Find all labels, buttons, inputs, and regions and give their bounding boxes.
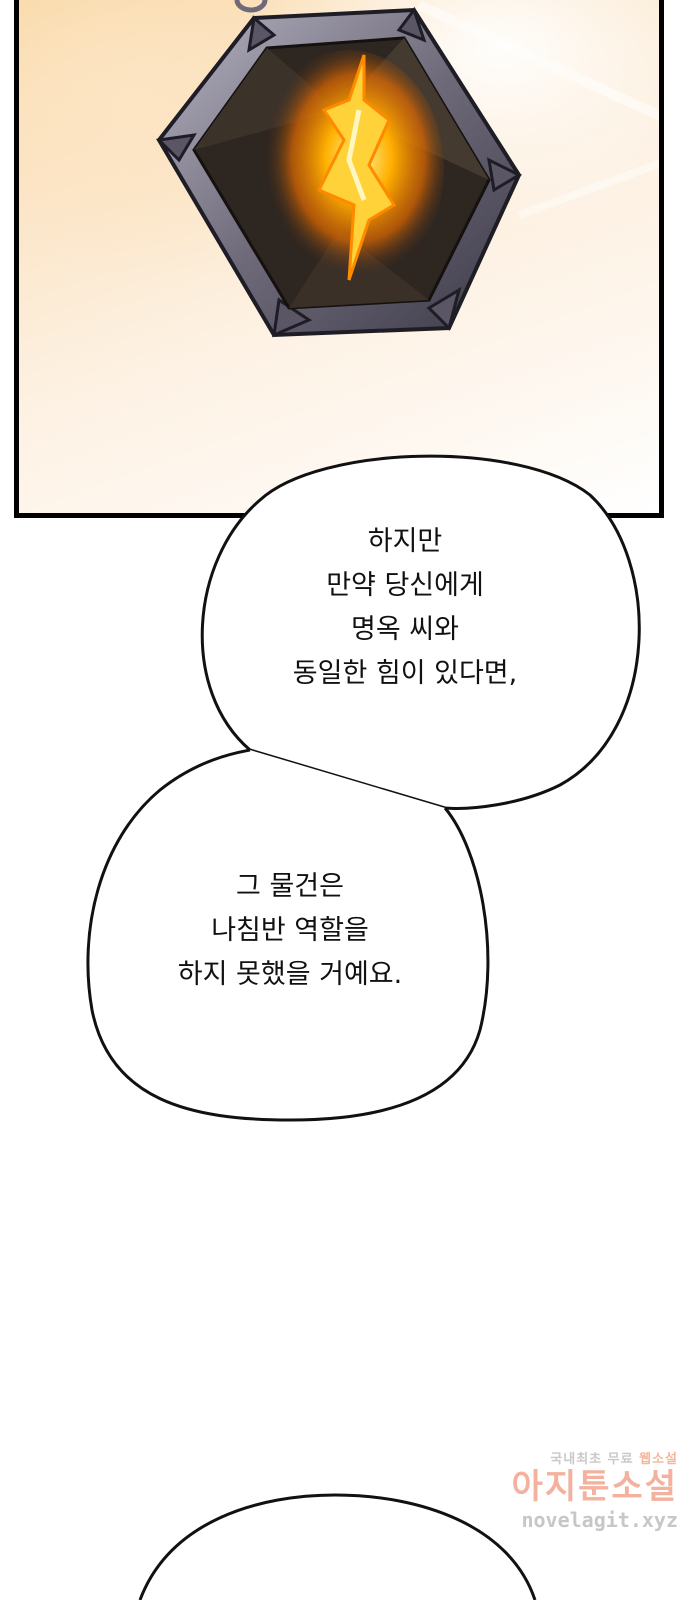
watermark-tagline-accent: 웹소설 — [639, 1452, 678, 1467]
comic-panel — [14, 0, 664, 518]
speech-bubble-2-text: 그 물건은 나침반 역할을 하지 못했을 거예요. — [110, 865, 470, 997]
dialogue-line: 명옥 씨와 — [351, 614, 459, 645]
speech-bubble-1-text: 하지만 만약 당신에게 명옥 씨와 동일한 힘이 있다면, — [215, 520, 595, 696]
gem-amulet-illustration — [155, 0, 659, 338]
watermark-tagline-prefix: 국내최초 무료 — [550, 1452, 634, 1467]
site-watermark: 국내최초 무료 웹소설 아지툰소설 novelagit.xyz — [458, 1448, 678, 1558]
dialogue-line: 하지 못했을 거예요. — [177, 959, 403, 990]
dialogue-line: 나침반 역할을 — [211, 915, 369, 946]
watermark-brand: 아지툰소설 — [511, 1467, 678, 1507]
watermark-url: novelagit.xyz — [521, 1508, 678, 1532]
speech-bubble-1 — [200, 454, 641, 810]
dialogue-line: 동일한 힘이 있다면, — [292, 658, 518, 689]
dialogue-line: 하지만 — [367, 526, 443, 557]
speech-bubble-3-partial — [138, 1493, 537, 1600]
speech-bubble-2 — [86, 748, 490, 1122]
dialogue-line: 그 물건은 — [236, 871, 344, 902]
dialogue-line: 만약 당신에게 — [326, 570, 484, 601]
watermark-tagline: 국내최초 무료 웹소설 — [458, 1448, 678, 1467]
